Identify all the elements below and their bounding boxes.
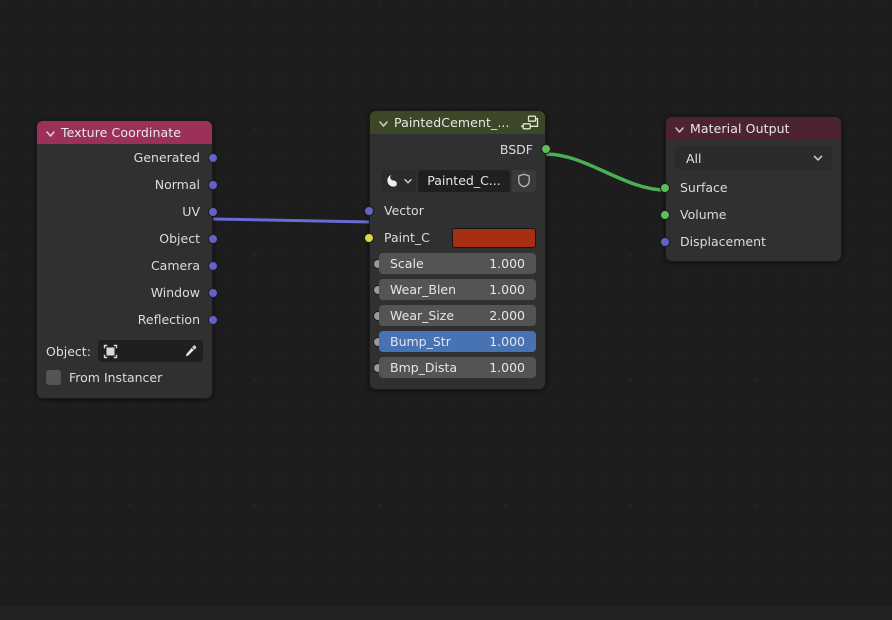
output-label-window: Window [150, 285, 200, 300]
node-body-painted-cement-group: BSDF [364, 134, 551, 389]
input-socket-displacement[interactable] [660, 236, 670, 247]
input-row-surface[interactable]: Surface [660, 174, 841, 201]
input-row-vector[interactable]: Vector [364, 197, 545, 224]
node-title-painted-cement-group: PaintedCement_... [394, 115, 510, 130]
output-row-uv[interactable]: UV [37, 198, 218, 225]
node-header-texture-coordinate[interactable]: Texture Coordinate [37, 121, 212, 144]
output-label-bsdf: BSDF [499, 141, 533, 157]
chevron-down-icon[interactable] [812, 152, 824, 164]
value-number-bump-distance: 1.000 [489, 360, 525, 375]
node-title-texture-coordinate: Texture Coordinate [61, 125, 182, 140]
output-label-normal: Normal [154, 177, 200, 192]
input-label-paint-color: Paint_C [384, 230, 430, 245]
from-instancer-label: From Instancer [69, 369, 163, 385]
fake-user-button[interactable] [512, 169, 536, 192]
node-title-material-output: Material Output [690, 121, 790, 136]
value-label-scale: Scale [390, 256, 424, 271]
object-icon [103, 344, 118, 359]
node-material-output[interactable]: Material Output All Surface Volume [660, 116, 842, 262]
output-row-reflection[interactable]: Reflection [37, 306, 218, 333]
value-slider-scale[interactable]: Scale 1.000 [379, 253, 536, 274]
output-socket-reflection[interactable] [208, 314, 218, 325]
shield-icon [517, 173, 531, 188]
link-uv-to-vector [212, 217, 371, 224]
input-row-displacement[interactable]: Displacement [660, 228, 841, 255]
output-socket-uv[interactable] [208, 206, 218, 217]
input-socket-volume[interactable] [660, 209, 670, 220]
value-label-wear-blend: Wear_Blen [390, 282, 457, 297]
output-label-camera: Camera [150, 258, 200, 273]
node-header-material-output[interactable]: Material Output [666, 117, 841, 140]
output-row-bsdf[interactable]: BSDF [370, 134, 551, 164]
input-label-surface: Surface [680, 180, 728, 195]
material-browse-button[interactable] [381, 169, 416, 192]
input-label-displacement: Displacement [680, 234, 766, 249]
value-label-wear-size: Wear_Size [390, 308, 455, 323]
from-instancer-checkbox[interactable] [46, 369, 61, 385]
input-socket-vector[interactable] [364, 205, 374, 216]
node-header-painted-cement-group[interactable]: PaintedCement_... [370, 111, 545, 134]
object-selector-field[interactable] [97, 340, 203, 362]
value-slider-bump-strength[interactable]: Bump_Str 1.000 [379, 331, 536, 352]
value-row-bump-distance[interactable]: Bmp_Dista 1.000 [373, 357, 536, 381]
chevron-down-icon[interactable] [674, 124, 685, 135]
output-socket-normal[interactable] [208, 179, 218, 190]
node-body-texture-coordinate: Generated Normal UV Object Camera Window [37, 144, 218, 398]
material-browse-icon [385, 172, 402, 189]
material-name-field[interactable]: Painted_C... [418, 169, 510, 192]
chevron-down-icon[interactable] [378, 118, 389, 129]
input-socket-surface[interactable] [660, 182, 670, 193]
value-number-wear-size: 2.000 [489, 308, 525, 323]
output-label-uv: UV [182, 204, 200, 219]
node-painted-cement-group[interactable]: PaintedCement_... BSDF [364, 110, 551, 390]
value-slider-wear-size[interactable]: Wear_Size 2.000 [379, 305, 536, 326]
value-number-bump-strength: 1.000 [489, 334, 525, 349]
input-label-vector: Vector [384, 203, 424, 218]
output-row-normal[interactable]: Normal [37, 171, 218, 198]
value-row-scale[interactable]: Scale 1.000 [373, 253, 536, 277]
input-socket-paint-color[interactable] [364, 232, 374, 243]
paint-color-swatch[interactable] [452, 227, 536, 248]
object-field-row[interactable]: Object: [46, 339, 203, 363]
output-socket-bsdf[interactable] [541, 144, 551, 154]
eyedropper-icon[interactable] [183, 344, 198, 359]
value-slider-bump-distance[interactable]: Bmp_Dista 1.000 [379, 357, 536, 378]
output-socket-generated[interactable] [208, 152, 218, 163]
output-socket-object[interactable] [208, 233, 218, 244]
value-row-wear-size[interactable]: Wear_Size 2.000 [373, 305, 536, 329]
value-label-bump-distance: Bmp_Dista [390, 360, 458, 375]
output-label-generated: Generated [133, 150, 200, 165]
object-field-label: Object: [46, 343, 91, 359]
output-socket-camera[interactable] [208, 260, 218, 271]
output-label-reflection: Reflection [137, 312, 200, 327]
value-row-bump-strength[interactable]: Bump_Str 1.000 [373, 331, 536, 355]
render-target-value: All [686, 150, 702, 166]
material-selector-row[interactable]: Painted_C... [381, 169, 536, 192]
output-socket-window[interactable] [208, 287, 218, 298]
link-bsdf-to-surface [545, 152, 666, 192]
input-row-paint-color[interactable]: Paint_C [364, 224, 545, 251]
input-label-volume: Volume [680, 207, 727, 222]
value-row-wear-blend[interactable]: Wear_Blen 1.000 [373, 279, 536, 303]
value-slider-wear-blend[interactable]: Wear_Blen 1.000 [379, 279, 536, 300]
chevron-down-icon[interactable] [45, 128, 56, 139]
value-number-wear-blend: 1.000 [489, 282, 525, 297]
value-label-bump-strength: Bump_Str [390, 334, 451, 349]
output-row-generated[interactable]: Generated [37, 144, 218, 171]
node-group-icon [521, 115, 539, 131]
chevron-down-icon[interactable] [403, 176, 413, 186]
editor-bottom-bar [0, 606, 892, 620]
material-name-text: Painted_C... [427, 173, 501, 188]
output-label-object: Object [159, 231, 200, 246]
output-row-camera[interactable]: Camera [37, 252, 218, 279]
output-row-window[interactable]: Window [37, 279, 218, 306]
from-instancer-row[interactable]: From Instancer [46, 366, 203, 388]
render-target-dropdown[interactable]: All [675, 146, 832, 170]
node-texture-coordinate[interactable]: Texture Coordinate Generated Normal UV O… [36, 120, 218, 399]
node-body-material-output: All Surface Volume Displacement [660, 146, 841, 261]
output-row-object[interactable]: Object [37, 225, 218, 252]
value-number-scale: 1.000 [489, 256, 525, 271]
input-row-volume[interactable]: Volume [660, 201, 841, 228]
